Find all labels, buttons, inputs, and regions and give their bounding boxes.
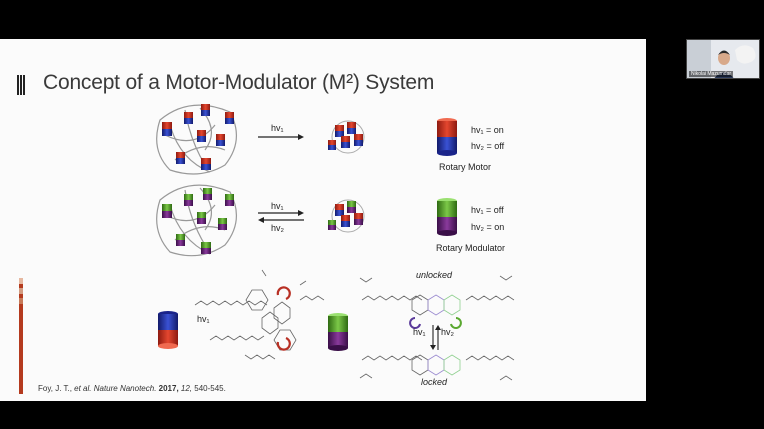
motor-molecule-structure bbox=[195, 270, 324, 359]
motor-network-illustration bbox=[157, 104, 237, 174]
row2-arrow-label-top: hv₁ bbox=[271, 201, 284, 211]
citation-year: 2017, bbox=[156, 384, 178, 393]
citation-journal: Nature Nanotech. bbox=[92, 384, 157, 393]
rotation-arrow-top bbox=[278, 287, 290, 299]
bottom-modulator-cylinder bbox=[328, 313, 348, 351]
modulator-collapsed-cluster bbox=[328, 200, 364, 232]
citation-authors: Foy, J. T., bbox=[38, 384, 74, 393]
bottom-hv1-label: hv₁ bbox=[413, 327, 426, 337]
modulator-caption: Rotary Modulator bbox=[436, 243, 505, 253]
modulator-molecule-unlocked bbox=[360, 276, 514, 315]
bottom-hv-label: hv₁ bbox=[197, 314, 210, 324]
rotary-motor-cylinder bbox=[437, 118, 457, 156]
motor-caption: Rotary Motor bbox=[439, 162, 491, 172]
motor-legend-off: hv₂ = off bbox=[471, 141, 504, 151]
webcam-video-tile[interactable]: Nikolai Mazumdar bbox=[686, 39, 760, 79]
modulator-legend-on: hv₂ = on bbox=[471, 222, 504, 232]
citation-pages: 540-545. bbox=[192, 384, 226, 393]
bottom-hv2-label: hv₂ bbox=[441, 327, 454, 337]
row1-arrow-label: hv₁ bbox=[271, 123, 284, 133]
citation-volume: 12, bbox=[179, 384, 192, 393]
rotation-arrow-bottom bbox=[278, 338, 290, 350]
motor-collapsed-cluster bbox=[328, 121, 364, 153]
unlocked-label: unlocked bbox=[416, 270, 452, 280]
bottom-motor-cylinder bbox=[158, 311, 178, 349]
slide-side-accent-bar bbox=[19, 278, 23, 394]
row2-arrow-label-bottom: hv₂ bbox=[271, 223, 284, 233]
modulator-legend-off: hv₁ = off bbox=[471, 205, 504, 215]
motor-legend-on: hv₁ = on bbox=[471, 125, 504, 135]
rotary-modulator-cylinder bbox=[437, 198, 457, 236]
citation: Foy, J. T., et al. Nature Nanotech. 2017… bbox=[38, 384, 226, 393]
citation-etal: et al. bbox=[74, 384, 91, 393]
modulator-network-illustration bbox=[157, 185, 237, 256]
webcam-participant-name: Nikolai Mazumdar bbox=[689, 71, 733, 77]
locked-label: locked bbox=[421, 377, 447, 387]
